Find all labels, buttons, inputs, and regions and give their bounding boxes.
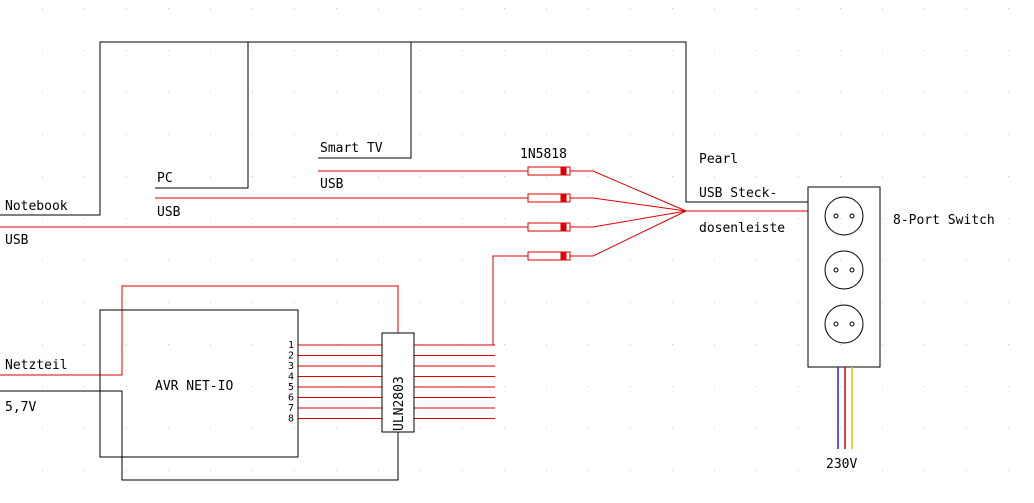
notebook-wire — [0, 41, 808, 216]
grid-dots — [42, 8, 1009, 471]
voltage-label: 5,7V — [5, 400, 36, 415]
smart-tv-wire — [318, 42, 412, 159]
sockets — [824, 196, 864, 344]
netzteil-plus-wire — [0, 285, 399, 376]
power-strip — [807, 186, 881, 368]
pin-label: 7 — [288, 403, 294, 414]
pc-usb-label: USB — [157, 205, 181, 220]
socket — [824, 304, 864, 344]
pin-wires — [298, 344, 495, 419]
diode — [527, 193, 571, 203]
diode — [527, 251, 571, 261]
netzteil-label: Netzteil — [5, 358, 68, 373]
notebook-usb-label: USB — [5, 233, 29, 248]
pin-label: 2 — [288, 351, 294, 362]
dosenleiste-label: dosenleiste — [699, 221, 785, 236]
socket — [824, 250, 864, 290]
notebook-label: Notebook — [5, 199, 68, 214]
mains-label: 230V — [826, 457, 857, 472]
pc-label: PC — [157, 171, 173, 186]
avr-netio-board — [99, 309, 299, 458]
pin-label: 4 — [288, 372, 294, 383]
switch-label: 8-Port Switch — [893, 213, 995, 228]
uln-label: ULN2803 — [392, 376, 407, 431]
pin-label: 8 — [288, 414, 294, 425]
diode — [527, 166, 571, 176]
diode-label: 1N5818 — [520, 147, 567, 162]
diodes — [527, 166, 571, 261]
socket — [824, 196, 864, 236]
pin-label: 6 — [288, 393, 294, 404]
diode-fan-wires — [570, 170, 808, 257]
pc-wire — [155, 42, 249, 189]
pin-label: 1 — [288, 340, 294, 351]
mains-cable — [837, 367, 853, 449]
uln-output-wire — [414, 255, 528, 346]
pin-label: 5 — [288, 382, 294, 393]
smart-tv-usb-label: USB — [320, 177, 344, 192]
red-wires — [0, 170, 808, 419]
diode — [527, 222, 571, 232]
avr-label: AVR NET-IO — [155, 379, 233, 394]
pin-label: 3 — [288, 361, 294, 372]
smart-tv-label: Smart TV — [320, 141, 383, 156]
usb-steck-label: USB Steck- — [699, 186, 777, 201]
black-wires — [0, 41, 808, 481]
netzteil-ground-wire — [0, 390, 399, 481]
pearl-label: Pearl — [699, 152, 738, 167]
uln2803-chip — [381, 332, 415, 433]
